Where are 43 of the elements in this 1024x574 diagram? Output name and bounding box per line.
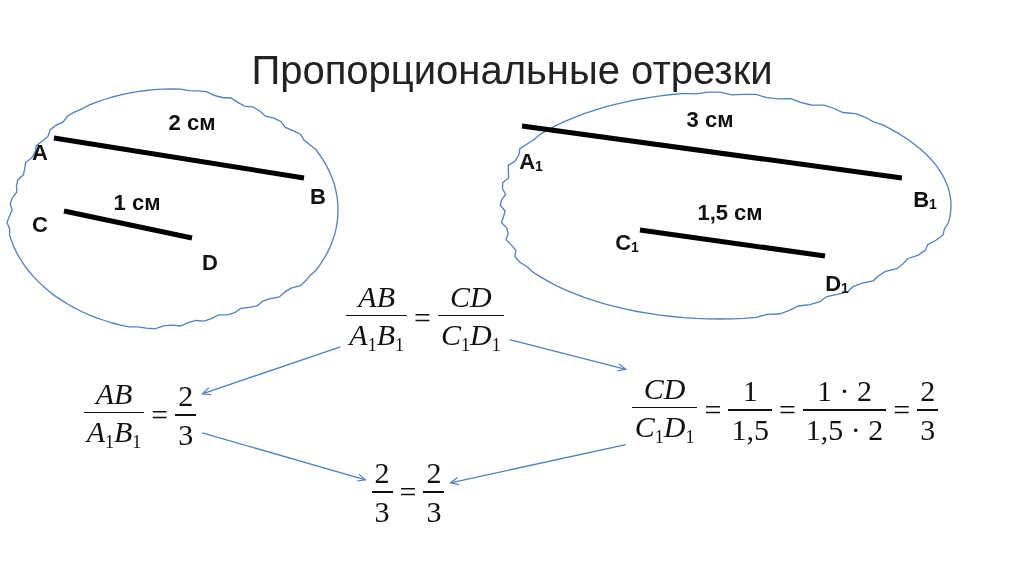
- point-label: A: [32, 140, 48, 166]
- denominator: C$_{1}$D$_{1}$: [633, 410, 696, 449]
- equals-sign: =: [151, 398, 169, 432]
- length-label: 2 см: [168, 110, 216, 136]
- numerator: CD: [642, 371, 687, 405]
- title: Пропорциональные отрезки: [250, 48, 774, 93]
- arrow: [201, 432, 367, 482]
- denominator: 3: [919, 412, 937, 446]
- point-label: C$_{1}$: [615, 230, 639, 256]
- equals-sign: =: [399, 475, 417, 509]
- denominator: 3: [373, 494, 391, 528]
- numerator: 1 · 2: [816, 374, 874, 408]
- numerator: AB: [355, 279, 396, 313]
- point-label: D$_{1}$: [825, 271, 849, 297]
- numerator: CD: [448, 279, 493, 313]
- length-label: 1 см: [113, 190, 161, 216]
- denominator: 3: [425, 494, 443, 528]
- equals-sign: =: [893, 393, 911, 427]
- numerator: 2: [425, 456, 443, 490]
- arrow: [201, 346, 342, 396]
- numerator: 2: [373, 456, 391, 490]
- numerator: AB: [93, 376, 134, 410]
- equals-sign: =: [704, 393, 722, 427]
- denominator: 1,5: [730, 412, 770, 446]
- denominator: A$_{1}$B$_{1}$: [346, 318, 405, 357]
- denominator: C$_{1}$D$_{1}$: [439, 318, 502, 357]
- numerator: 1: [741, 374, 759, 408]
- numerator: 2: [177, 379, 195, 413]
- equals-sign: =: [414, 301, 431, 335]
- arrow: [449, 443, 627, 486]
- arrow: [508, 338, 627, 372]
- point-label: D: [202, 250, 218, 276]
- point-label: B: [310, 184, 326, 210]
- length-label: 1,5 см: [697, 200, 763, 226]
- numerator: 2: [919, 374, 937, 408]
- point-label: B$_{1}$: [913, 187, 937, 213]
- point-label: C: [32, 212, 48, 238]
- denominator: 1,5 · 2: [804, 412, 885, 446]
- length-label: 3 см: [686, 107, 734, 133]
- equals-sign: =: [778, 393, 796, 427]
- point-label: A$_{1}$: [519, 149, 543, 175]
- denominator: 3: [177, 417, 195, 451]
- denominator: A$_{1}$B$_{1}$: [84, 415, 143, 454]
